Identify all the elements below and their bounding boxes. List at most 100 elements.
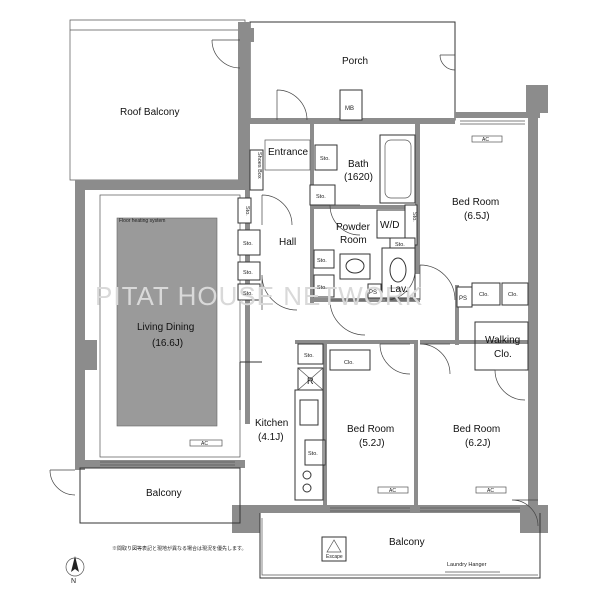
sto-hall-left-4 bbox=[237, 283, 261, 301]
col-bottom-left bbox=[232, 505, 260, 533]
wall-walking-left bbox=[455, 285, 459, 345]
clo-bed2 bbox=[329, 349, 371, 371]
label-kitchen-size: (4.1J) bbox=[258, 432, 284, 443]
living-inner-outline bbox=[99, 194, 241, 458]
wall-bed2-top bbox=[323, 340, 418, 344]
ps-lav bbox=[367, 283, 382, 299]
stove-burner-1 bbox=[302, 470, 312, 480]
door-porch bbox=[276, 89, 308, 121]
label-clo-bed2: Clo. bbox=[344, 360, 354, 366]
label-refrigerator: R bbox=[307, 376, 314, 386]
label-bath-size: (1620) bbox=[344, 172, 373, 183]
label-porch: Porch bbox=[342, 56, 368, 67]
sto-entrance bbox=[314, 144, 338, 171]
label-sto-entrance: Sto. bbox=[320, 156, 330, 162]
label-bed-room-1: Bed Room bbox=[452, 197, 499, 208]
label-sto-powder-1: Sto. bbox=[317, 258, 327, 264]
label-powder-1: Powder bbox=[336, 222, 371, 233]
label-sto-hall-1: Sto. bbox=[316, 194, 326, 200]
wall-kitchen-top bbox=[295, 340, 325, 344]
label-bed-room-3-size: (6.2J) bbox=[465, 438, 491, 449]
ac-marker-bed2 bbox=[377, 486, 409, 494]
wall-bath-right bbox=[415, 124, 420, 274]
label-balcony-left: Balcony bbox=[146, 488, 182, 499]
label-ac-bed1: AC bbox=[482, 137, 489, 143]
label-sto-hall-left-1: Sto. bbox=[244, 206, 250, 216]
door-powder bbox=[329, 299, 366, 336]
label-bed-room-2: Bed Room bbox=[347, 424, 394, 435]
label-walking-2: Clo. bbox=[494, 349, 512, 360]
label-sto-hall-left-2: Sto. bbox=[243, 241, 253, 247]
ac-marker-bed3 bbox=[475, 486, 507, 494]
door-porch-right bbox=[439, 54, 456, 71]
label-shoes-box: Shoes Box bbox=[256, 152, 262, 179]
label-sto-wd-side: Sto. bbox=[411, 212, 417, 222]
sto-hall-left-2 bbox=[237, 229, 261, 256]
label-sto-hall-left-3: Sto. bbox=[243, 270, 253, 276]
balcony-left-outline bbox=[79, 467, 241, 524]
toilet bbox=[389, 257, 407, 283]
label-lav: Lav. bbox=[390, 284, 408, 295]
label-wd: W/D bbox=[380, 220, 399, 231]
walking-closet bbox=[474, 321, 529, 371]
label-ps-lav: PS bbox=[369, 290, 377, 296]
label-sto-kitchen-side: Sto. bbox=[308, 451, 318, 457]
wall-bed2-left bbox=[323, 340, 327, 510]
label-sto-powder-2: Sto. bbox=[317, 285, 327, 291]
sto-kitchen-side bbox=[304, 439, 326, 466]
wall-top-right bbox=[455, 112, 540, 118]
door-living bbox=[261, 274, 298, 311]
window-living bbox=[100, 461, 235, 466]
sto-hall-1 bbox=[309, 184, 336, 206]
shoes-box bbox=[249, 149, 264, 191]
wash-basin bbox=[339, 253, 371, 280]
ac-marker-living bbox=[189, 439, 223, 447]
wall-left-top bbox=[75, 180, 245, 190]
stove-burner-2 bbox=[302, 483, 312, 493]
kitchen-sink bbox=[299, 399, 319, 426]
window-bed2 bbox=[330, 507, 410, 512]
label-sto-kitchen-top: Sto. bbox=[304, 353, 314, 359]
kitchen-fridge-cross bbox=[297, 367, 324, 391]
label-balcony-bottom: Balcony bbox=[389, 537, 425, 548]
door-roof-balcony bbox=[211, 39, 241, 69]
bathtub bbox=[379, 134, 416, 204]
mb-box bbox=[339, 89, 363, 121]
sto-kitchen-top bbox=[297, 343, 324, 365]
ac-marker-bed1 bbox=[471, 135, 503, 143]
wall-hall-right bbox=[310, 124, 314, 304]
label-laundry-hanger: Laundry Hanger bbox=[447, 562, 487, 568]
label-bed-room-2-size: (5.2J) bbox=[359, 438, 385, 449]
wall-bath-bottom bbox=[310, 205, 420, 209]
wall-bottom bbox=[245, 505, 540, 513]
wall-left-outer bbox=[75, 180, 85, 470]
clo-right-2 bbox=[501, 282, 529, 306]
door-hall-left bbox=[261, 194, 293, 226]
label-sto-lav: Sto. bbox=[395, 242, 405, 248]
watermark: PITAT HOUSE NETWORK bbox=[95, 281, 423, 311]
window-bed1 bbox=[460, 120, 525, 125]
label-floor-heating: Floor heating system bbox=[119, 218, 165, 224]
door-bed3 bbox=[419, 343, 451, 375]
sto-hall-left-3 bbox=[237, 261, 261, 281]
label-ac-bed2: AC bbox=[389, 488, 396, 494]
door-balcony-left bbox=[49, 469, 76, 496]
label-kitchen: Kitchen bbox=[255, 418, 288, 429]
label-ac-bed3: AC bbox=[487, 488, 494, 494]
label-walking-1: Walking bbox=[485, 335, 520, 346]
label-mb: MB bbox=[345, 106, 354, 112]
wash-basin-bowl bbox=[345, 258, 365, 274]
label-escape: Escape bbox=[326, 554, 343, 560]
footnote: ※間取り図等表記と現地が異なる場合は現況を優先します。 bbox=[112, 545, 247, 552]
balcony-bottom-inner bbox=[261, 518, 538, 576]
wd-box bbox=[376, 209, 406, 239]
escape-hatch bbox=[321, 536, 347, 562]
label-hall: Hall bbox=[279, 237, 296, 248]
label-ac-living: AC bbox=[201, 441, 208, 447]
north-arrow-icon bbox=[65, 556, 85, 577]
col-top-left bbox=[238, 28, 254, 42]
sto-powder-2 bbox=[313, 274, 335, 298]
label-bed-room-1-size: (6.5J) bbox=[464, 211, 490, 222]
wall-bed23-div bbox=[414, 340, 418, 510]
roof-balcony-outline bbox=[69, 19, 246, 181]
